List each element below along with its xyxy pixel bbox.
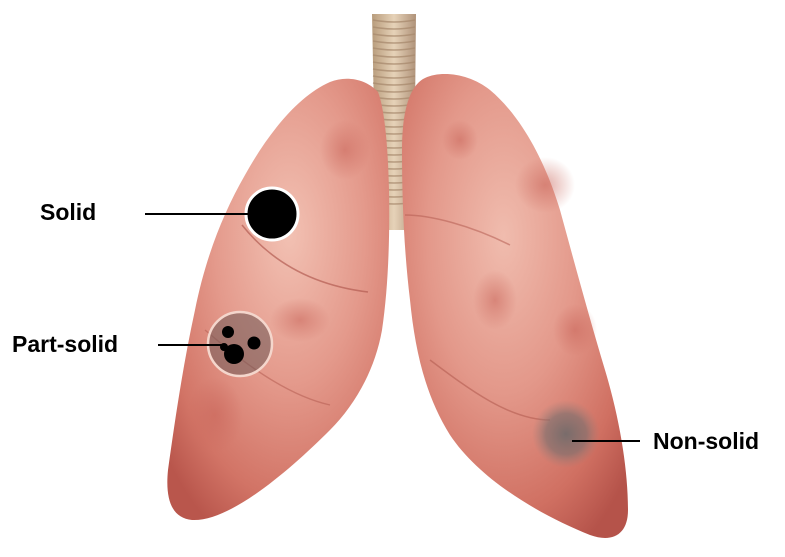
left-lung — [167, 79, 389, 520]
solid-nodule — [246, 188, 298, 240]
label-non-solid: Non-solid — [653, 428, 759, 455]
label-solid: Solid — [40, 199, 96, 226]
right-lung — [402, 74, 628, 538]
label-part-solid: Part-solid — [12, 331, 118, 358]
non-solid-nodule — [532, 400, 600, 468]
